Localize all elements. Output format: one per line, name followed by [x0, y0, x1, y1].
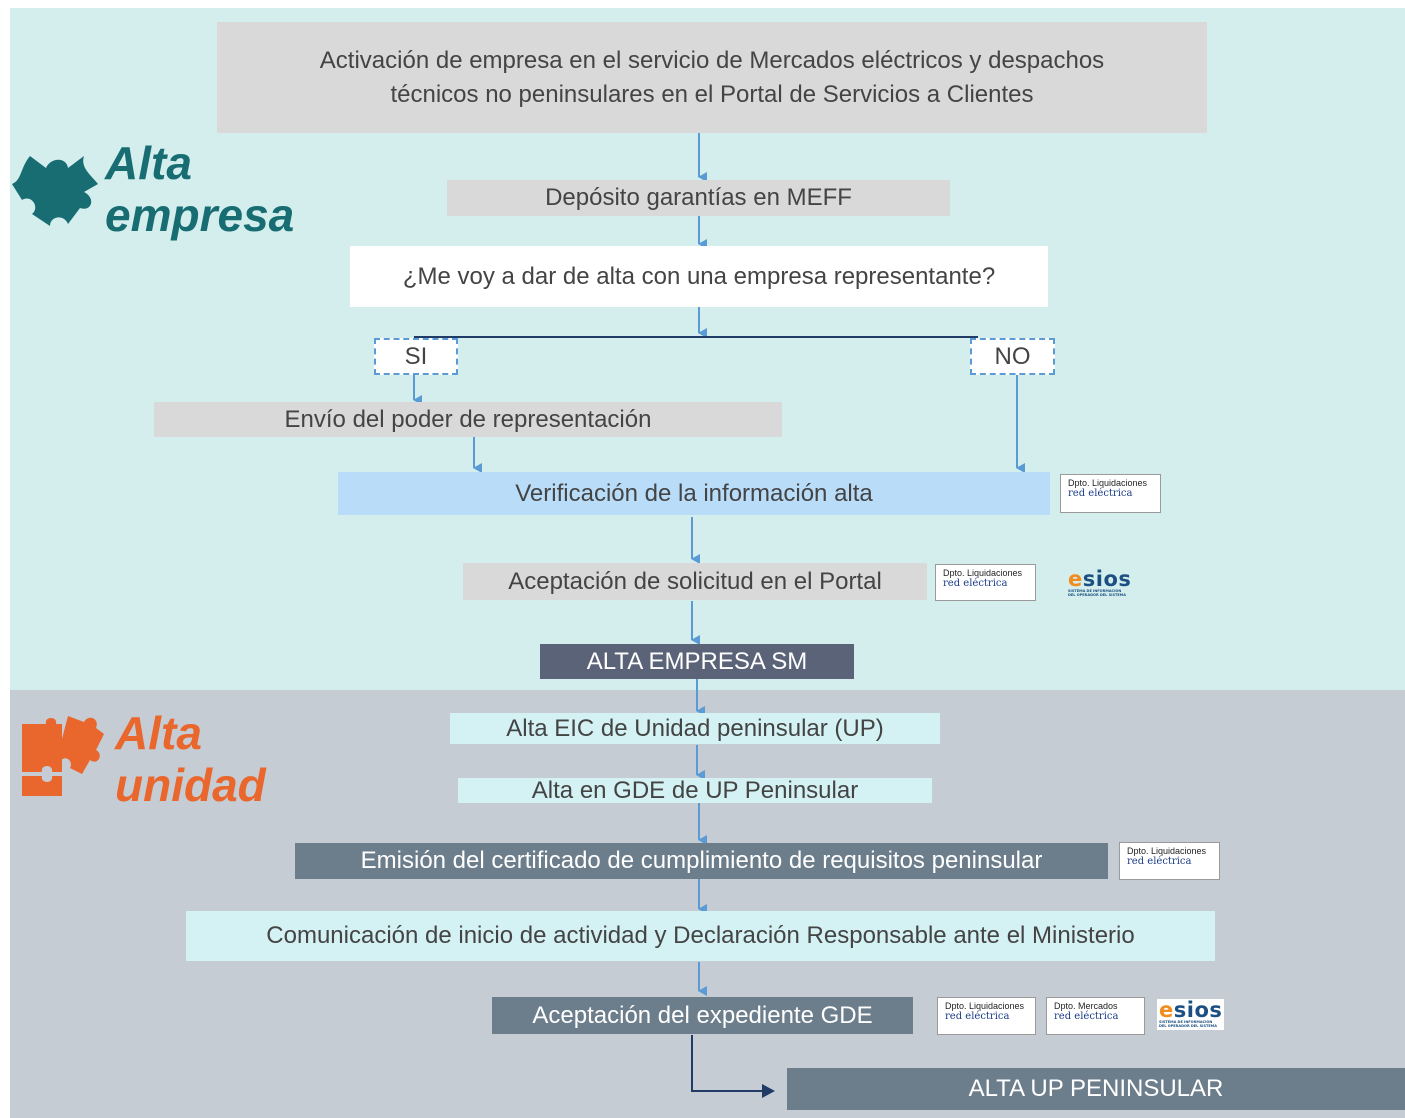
- esios-logo-2: esios SISTEMA DE INFORMACIÓN DEL OPERADO…: [1157, 998, 1225, 1030]
- aceptacion-expediente-text: Aceptación del expediente GDE: [532, 1001, 873, 1029]
- company-label: red eléctrica: [943, 578, 1008, 590]
- esios-logo-text: sios: [1082, 567, 1132, 591]
- alta-gde-box: Alta en GDE de UP Peninsular: [458, 776, 932, 804]
- alta-empresa-line2: empresa: [105, 189, 295, 241]
- dept-label: Dpto. Mercados: [1054, 1001, 1118, 1011]
- company-label: red eléctrica: [945, 1011, 1010, 1023]
- company-label: red eléctrica: [1127, 856, 1192, 868]
- esios-sub2: DEL OPERADOR DEL SISTEMA: [1068, 593, 1126, 597]
- aceptacion-expediente-box: Aceptación del expediente GDE: [492, 997, 913, 1034]
- esios-sub1: SISTEMA DE INFORMACIÓN: [1159, 1020, 1213, 1024]
- alta-empresa-sm-box: ALTA EMPRESA SM: [540, 644, 854, 679]
- comunicacion-text: Comunicación de inicio de actividad y De…: [266, 922, 1135, 949]
- esios-sub2: DEL OPERADOR DEL SISTEMA: [1159, 1024, 1217, 1028]
- puzzle-piece-icon: [12, 156, 98, 226]
- puzzle-pieces-icon: [22, 716, 104, 796]
- envio-text: Envío del poder de representación: [284, 405, 652, 433]
- liquidaciones-tag-4: Dpto. Liquidaciones red eléctrica: [937, 997, 1036, 1035]
- esios-e-icon: e: [1068, 567, 1083, 591]
- alta-unidad-line1: Alta: [115, 707, 202, 759]
- mercados-tag: Dpto. Mercados red eléctrica: [1046, 997, 1145, 1035]
- alta-eic-box: Alta EIC de Unidad peninsular (UP): [450, 713, 940, 744]
- alta-gde-text: Alta en GDE de UP Peninsular: [531, 776, 859, 804]
- alta-unidad-label: Alta unidad: [115, 707, 266, 811]
- pregunta-box: ¿Me voy a dar de alta con una empresa re…: [350, 246, 1048, 307]
- liquidaciones-tag-2: Dpto. Liquidaciones red eléctrica: [935, 564, 1036, 601]
- emision-box: Emisión del certificado de cumplimiento …: [295, 843, 1108, 879]
- esios-e-icon: e: [1159, 998, 1174, 1022]
- verificacion-text: Verificación de la información alta: [515, 479, 873, 507]
- alta-empresa-line1: Alta: [105, 137, 192, 189]
- dept-label: Dpto. Liquidaciones: [945, 1001, 1025, 1011]
- activacion-text: Activación de empresa en el servicio de …: [319, 46, 1105, 108]
- no-option: NO: [970, 338, 1055, 375]
- liquidaciones-tag-3: Dpto. Liquidaciones red eléctrica: [1119, 842, 1220, 880]
- aceptacion-solicitud-box: Aceptación de solicitud en el Portal: [463, 563, 927, 600]
- no-text: NO: [994, 342, 1031, 370]
- esios-logo-text: sios: [1173, 998, 1223, 1022]
- arrow-aceptacion-alta-up: [691, 1035, 766, 1092]
- alta-up-text: ALTA UP PENINSULAR: [968, 1075, 1224, 1102]
- alta-empresa-sm-text: ALTA EMPRESA SM: [586, 647, 808, 675]
- alta-eic-text: Alta EIC de Unidad peninsular (UP): [506, 714, 884, 742]
- deposito-text: Depósito garantías en MEFF: [545, 184, 852, 211]
- dept-label: Dpto. Liquidaciones: [1127, 846, 1207, 856]
- esios-logo-1: esios SISTEMA DE INFORMACIÓN DEL OPERADO…: [1068, 567, 1132, 598]
- alta-up-box: ALTA UP PENINSULAR: [787, 1068, 1405, 1110]
- si-option: SI: [374, 338, 458, 375]
- pregunta-text: ¿Me voy a dar de alta con una empresa re…: [402, 262, 996, 290]
- company-label: red eléctrica: [1068, 488, 1133, 500]
- dept-label: Dpto. Liquidaciones: [1068, 478, 1148, 488]
- company-label: red eléctrica: [1054, 1011, 1119, 1023]
- alta-unidad-line2: unidad: [115, 759, 266, 811]
- dept-label: Dpto. Liquidaciones: [943, 568, 1023, 578]
- envio-box: Envío del poder de representación: [154, 402, 782, 437]
- alta-empresa-label: Alta empresa: [105, 137, 294, 241]
- activacion-box: Activación de empresa en el servicio de …: [217, 22, 1207, 133]
- deposito-box: Depósito garantías en MEFF: [447, 180, 950, 216]
- emision-text: Emisión del certificado de cumplimiento …: [360, 847, 1043, 874]
- verificacion-box: Verificación de la información alta: [338, 472, 1050, 515]
- si-text: SI: [404, 342, 428, 370]
- liquidaciones-tag-1: Dpto. Liquidaciones red eléctrica: [1060, 474, 1161, 513]
- alta-unidad-section: [10, 690, 1405, 1118]
- aceptacion-solicitud-text: Aceptación de solicitud en el Portal: [508, 567, 882, 595]
- esios-sub1: SISTEMA DE INFORMACIÓN: [1068, 589, 1122, 593]
- comunicacion-box: Comunicación de inicio de actividad y De…: [186, 911, 1215, 961]
